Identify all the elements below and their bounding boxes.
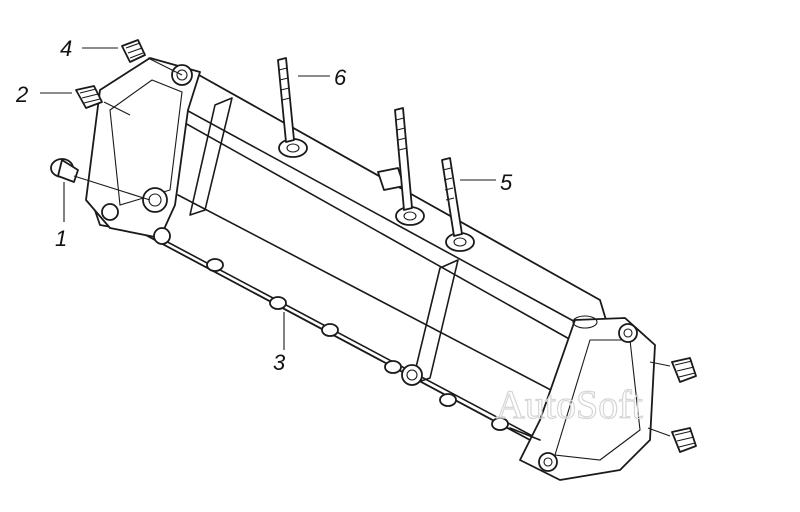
leader-lines: [40, 47, 671, 437]
callout-2: 2: [15, 82, 28, 107]
set-screw-4: [121, 39, 146, 63]
set-screw-2: [75, 85, 103, 109]
callout-4: 4: [60, 36, 72, 61]
callout-5: 5: [500, 170, 513, 195]
stud-5: [441, 157, 463, 237]
plug-1: [50, 158, 79, 183]
set-screw-right-upper: [671, 357, 697, 383]
manifold-housing: [85, 57, 656, 481]
stud-6: [277, 57, 295, 143]
watermark-text: AutoSoft: [496, 382, 643, 427]
set-screw-right-lower: [671, 427, 697, 453]
callout-3: 3: [273, 350, 286, 375]
callout-1: 1: [55, 226, 67, 251]
stud-middle: [394, 107, 413, 211]
callout-6: 6: [334, 65, 347, 90]
